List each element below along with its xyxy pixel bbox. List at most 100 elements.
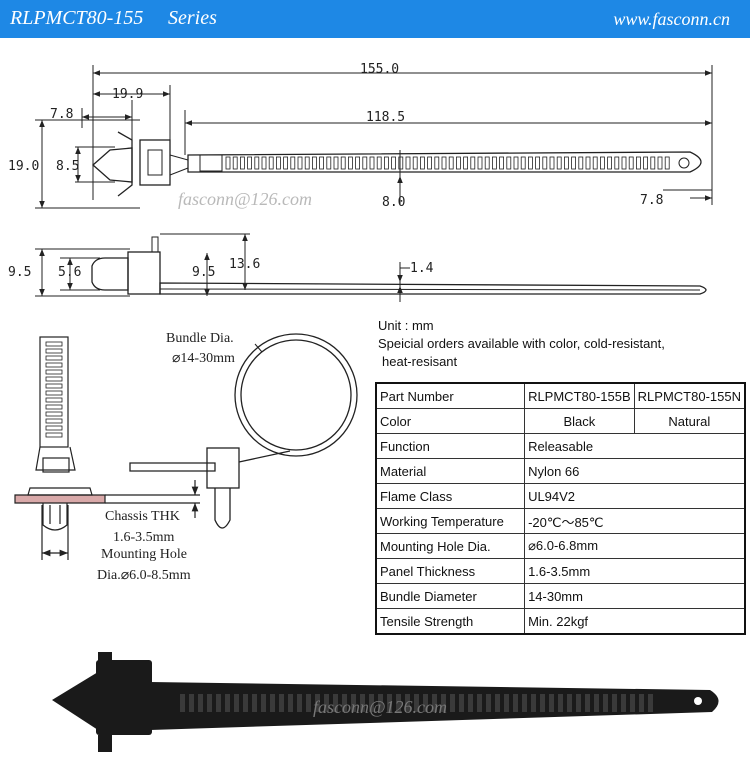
website-link[interactable]: www.fasconn.cn: [613, 9, 730, 29]
strap-tooth: [414, 694, 419, 712]
strap-tooth: [369, 694, 374, 712]
spec-value: ⌀6.0-6.8mm: [524, 533, 747, 559]
color-n: Natural: [633, 408, 746, 434]
strap-tooth: [571, 156, 576, 170]
strap-tooth: [477, 156, 483, 170]
strap-tooth: [45, 376, 63, 382]
strap-tooth: [243, 694, 248, 712]
dim-8-0: 8.0: [382, 195, 405, 210]
strap-tooth: [434, 156, 440, 170]
strap-tooth: [455, 156, 461, 170]
strap-tooth: [542, 156, 548, 170]
strap-tooth: [419, 156, 425, 170]
spec-value: Nylon 66: [524, 458, 747, 484]
strap-tooth: [387, 694, 392, 712]
strap-tooth: [540, 694, 545, 712]
strap-tooth: [531, 694, 536, 712]
strap-tooth: [232, 156, 238, 170]
spec-label: Flame Class: [375, 483, 526, 509]
strap-tooth: [441, 694, 446, 712]
strap-tooth: [247, 156, 253, 170]
strap-tooth: [378, 694, 383, 712]
strap-tooth: [207, 694, 212, 712]
strap-tooth: [369, 156, 375, 170]
notes: Unit : mm Speicial orders available with…: [378, 317, 665, 371]
strap-tooth: [347, 156, 353, 170]
dim-8-5: 8.5: [56, 159, 79, 174]
strap-tooth: [607, 156, 612, 170]
strap-tooth: [535, 156, 540, 170]
strap-tooth: [396, 694, 401, 712]
dim-9-5-left: 9.5: [8, 265, 31, 280]
spec-value: 14-30mm: [524, 583, 747, 609]
strap-tooth: [252, 694, 257, 712]
strap-tooth: [441, 156, 447, 170]
hole-range: Dia.⌀6.0-8.5mm: [97, 568, 191, 583]
strap-tooth: [239, 156, 245, 170]
strap-tooth: [342, 694, 347, 712]
strap-tooth: [643, 156, 648, 170]
chassis-range: 1.6-3.5mm: [113, 530, 175, 545]
strap-tooth: [578, 156, 584, 170]
chassis-label: Chassis THK: [105, 509, 180, 524]
strap-tooth: [657, 156, 663, 170]
strap-tooth: [513, 156, 519, 170]
strap-tooth: [254, 156, 260, 170]
strap-tooth: [486, 694, 491, 712]
strap-tooth: [448, 156, 454, 170]
strap-tooth: [504, 694, 509, 712]
strap-tooth: [45, 383, 63, 389]
strap-tooth: [45, 390, 63, 396]
header-bar: RLPMCT80-155 Series www.fasconn.cn: [0, 0, 750, 38]
strap-tooth: [614, 156, 620, 170]
part-number-n: RLPMCT80-155N: [633, 382, 746, 409]
strap-tooth: [45, 432, 63, 438]
strap-tooth: [290, 156, 296, 170]
strap-tooth: [405, 156, 411, 170]
strap-tooth: [650, 156, 656, 170]
strap-tooth: [520, 156, 526, 170]
spec-label: Material: [375, 458, 526, 484]
strap-tooth: [592, 156, 598, 170]
strap-tooth: [45, 404, 63, 410]
watermark-top: fasconn@126.com: [178, 189, 312, 209]
strap-tooth: [311, 156, 317, 170]
strap-tooth: [621, 156, 627, 170]
strap-tooth: [506, 156, 512, 170]
strap-tooth: [333, 694, 338, 712]
dim-118-5: 118.5: [366, 110, 405, 125]
strap-tooth: [664, 156, 670, 170]
strap-tooth: [315, 694, 320, 712]
dim-13-6: 13.6: [229, 257, 260, 272]
dim-19-0: 19.0: [8, 159, 39, 174]
strap-tooth: [470, 156, 476, 170]
special-note-2: heat-resisant: [382, 354, 458, 369]
table-row: Mounting Hole Dia.⌀6.0-6.8mm: [375, 533, 747, 559]
spec-label: Working Temperature: [375, 508, 526, 534]
dim-1-4: 1.4: [410, 261, 434, 276]
strap-tooth: [648, 694, 653, 712]
strap-tooth: [495, 694, 500, 712]
strap-tooth: [567, 694, 572, 712]
strap-tooth: [304, 156, 310, 170]
strap-tooth: [270, 694, 275, 712]
strap-tooth: [459, 694, 464, 712]
spec-label: Bundle Diameter: [375, 583, 526, 609]
strap-tooth: [585, 156, 591, 170]
strap-tooth: [450, 694, 455, 712]
strap-tooth: [275, 156, 281, 170]
strap-tooth: [621, 694, 626, 712]
strap-tooth: [391, 156, 397, 170]
spec-value: 1.6-3.5mm: [524, 558, 747, 584]
strap-tooth: [558, 694, 563, 712]
strap-tooth: [261, 694, 266, 712]
color-label: Color: [375, 408, 526, 434]
strap-tooth: [297, 694, 302, 712]
strap-tooth: [383, 156, 389, 170]
spec-label: Mounting Hole Dia.: [375, 533, 526, 559]
strap-tooth: [463, 156, 469, 170]
spec-value: UL94V2: [524, 483, 747, 509]
dim-155: 155.0: [360, 62, 399, 77]
spec-value: Min. 22kgf: [524, 608, 747, 635]
